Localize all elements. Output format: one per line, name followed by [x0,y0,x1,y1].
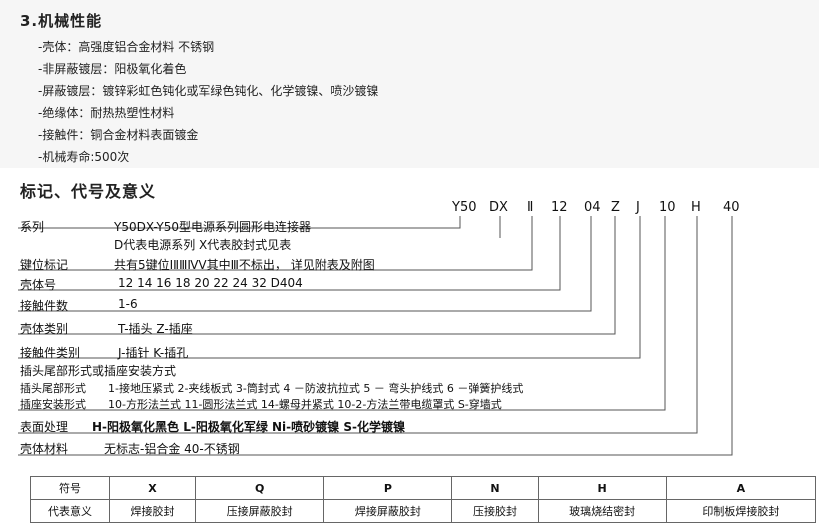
code-key: Ⅱ [527,200,534,215]
code-finish: H [691,200,701,215]
table-cell: Q [195,476,325,500]
leader-line-shell-type [18,216,616,335]
row-contacts-value: 1-6 [118,297,138,311]
table-cell: X [108,476,197,500]
row-plug-tail-label: 插头尾部形式 [20,382,86,395]
mech-item: -壳体：高强度铝合金材料 不锈钢 [38,40,215,54]
row-finish-value: H-阳极氧化黑色 L-阳极氧化军绿 Ni-喷砂镀镍 S-化学镀镍 [92,420,405,434]
mech-title: 3.机械性能 [20,12,103,30]
table-cell: 符号 [30,476,110,500]
code-contact-type: J [636,200,640,215]
row-shell-size-value: 12 14 16 18 20 22 24 32 D404 [118,276,303,290]
row-socket-mount-label: 插座安装形式 [20,398,86,411]
code-shell-type: Z [611,200,620,215]
designation-title: 标记、代号及意义 [20,182,157,201]
table-cell: 压接胶封 [451,499,539,523]
row-contacts-label: 接触件数 [20,299,69,313]
table-cell: N [451,476,539,500]
table-cell: 玻璃烧结密封 [537,499,667,523]
leader-line-key [18,216,533,271]
leader-line-tail [18,216,666,411]
row-plug-tail-value: 1-接地压紧式 2-夹线板式 3-筒封式 4 －防波抗拉式 5 － 弯头护线式 … [108,382,524,395]
row-contact-type-label: 接触件类别 [20,346,81,360]
leader-line-contacts [18,216,592,312]
code-dx: DX [489,200,508,215]
sealing-code-table: 符号 X Q P N H A 代表意义 焊接胶封 压接屏蔽胶封 焊接屏蔽胶封 压… [30,476,817,523]
row-series-label: 系列 [20,220,45,234]
table-cell: 焊接屏蔽胶封 [323,499,453,523]
row-tail-heading: 插头尾部形式或插座安装方式 [20,364,177,378]
table-row: 代表意义 焊接胶封 压接屏蔽胶封 焊接屏蔽胶封 压接胶封 玻璃烧结密封 印制板焊… [30,499,817,523]
table-row-header: 符号 X Q P N H A [30,476,817,500]
leader-line-finish [18,216,698,434]
row-key-label: 键位标记 [20,258,69,272]
table-cell: 印制板焊接胶封 [665,499,817,523]
code-series: Y50 [452,200,477,215]
row-material-value: 无标志-铝合金 40-不锈钢 [104,442,240,456]
table-cell: 压接屏蔽胶封 [195,499,325,523]
row-finish-label: 表面处理 [20,420,69,434]
code-shell-size: 12 [551,200,568,215]
code-contacts: 04 [584,200,601,215]
table-cell: 代表意义 [30,499,110,523]
leader-line-shell-size [18,216,561,291]
mech-item: -绝缘体：耐热热塑性材料 [38,106,175,120]
row-contact-type-value: J-插针 K-插孔 [118,346,189,360]
code-tail: 10 [659,200,676,215]
row-series-value2: D代表电源系列 X代表胶封式见表 [114,238,292,252]
row-shell-size-label: 壳体号 [20,278,57,292]
mech-item: -非屏蔽镀层：阳极氧化着色 [38,62,187,76]
mech-section-background [0,0,819,168]
row-key-value: 共有5键位ⅠⅡⅢⅣⅤ其中Ⅲ不标出， 详见附表及附图 [114,258,375,272]
row-series-value: Y50DX-Y50型电源系列圆形电连接器 [114,220,311,234]
row-socket-mount-value: 10-方形法兰式 11-圆形法兰式 14-螺母并紧式 10-2-方法兰带电缆罩式… [108,398,502,411]
leader-line-material [18,216,733,456]
row-shell-type-value: T-插头 Z-插座 [118,322,193,336]
leader-line-series [18,216,461,229]
table-cell: A [665,476,817,500]
table-cell: P [323,476,453,500]
leader-line-contact-type [18,216,641,359]
mech-item: -接触件：铜合金材料表面镀金 [38,128,199,142]
mech-item: -机械寿命:500次 [38,150,130,164]
table-cell: 焊接胶封 [108,499,197,523]
table-cell: H [537,476,667,500]
code-material: 40 [723,200,740,215]
mech-item: -屏蔽镀层：镀锌彩虹色钝化或军绿色钝化、化学镀镍、喷沙镀镍 [38,84,379,98]
row-material-label: 壳体材料 [20,442,69,456]
row-shell-type-label: 壳体类别 [20,322,69,336]
